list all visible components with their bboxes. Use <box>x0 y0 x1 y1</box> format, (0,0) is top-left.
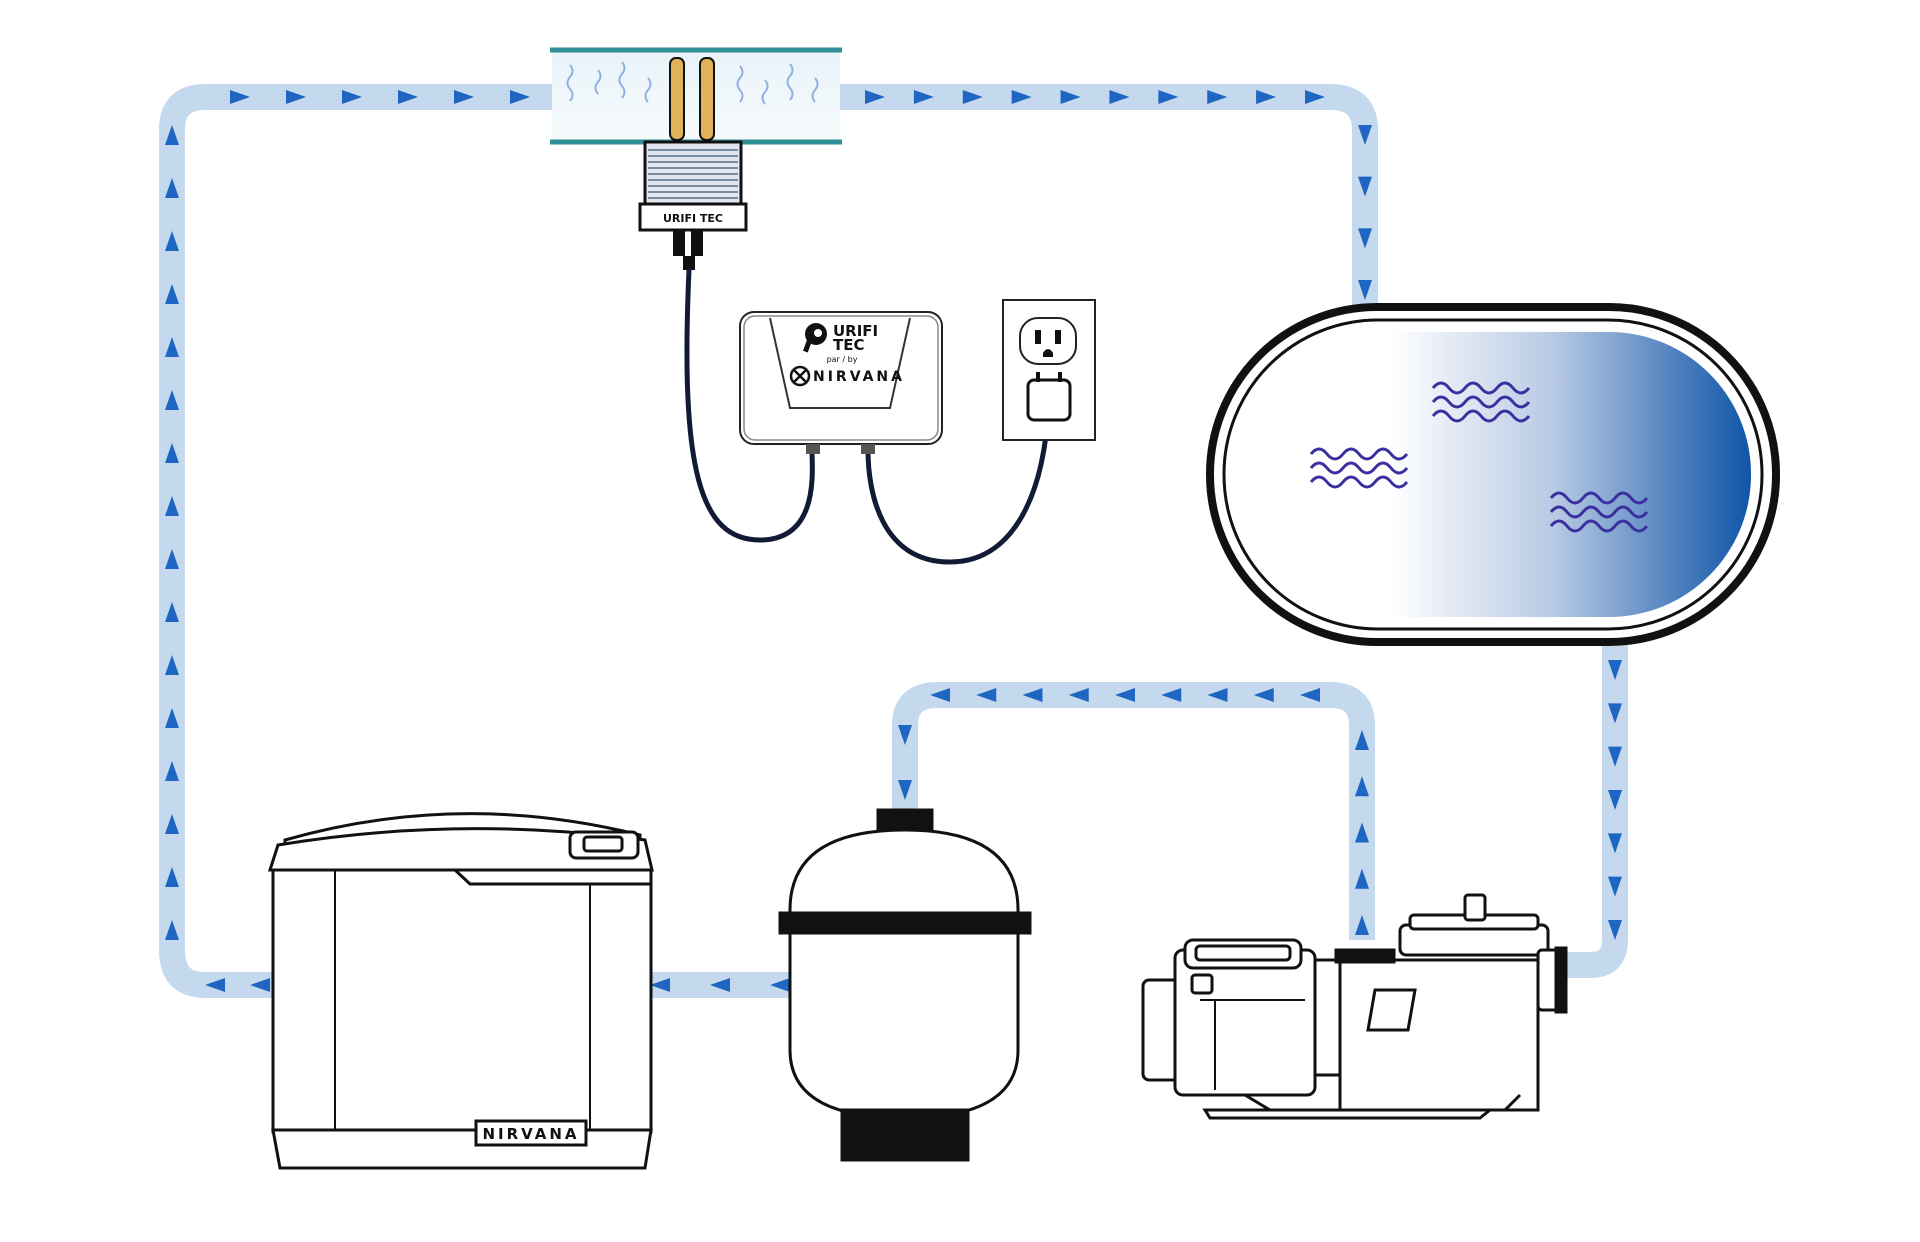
controller-nirvana: NIRVANA <box>813 369 905 385</box>
wave-icon <box>1431 381 1531 423</box>
purifitec-logo-icon <box>803 323 827 353</box>
flow-arrow-icon <box>1109 90 1130 104</box>
flow-arrow-icon <box>286 90 306 104</box>
pool <box>1206 303 1780 646</box>
flow-arrow-icon <box>1115 688 1135 702</box>
controller-brand-line1: URIFI <box>833 322 878 340</box>
cell-brand: URIFI TEC <box>663 212 723 225</box>
flow-arrow-icon <box>165 814 179 834</box>
flow-arrow-icon <box>1355 776 1369 797</box>
flow-arrow-icon <box>1355 730 1369 750</box>
flow-arrow-icon <box>1358 176 1372 197</box>
flow-arrow-icon <box>165 496 179 516</box>
flow-arrow-icon <box>398 90 418 104</box>
heat-pump: NIRVANA <box>267 812 654 1170</box>
flow-arrow-icon <box>1608 790 1622 810</box>
flow-arrow-icon <box>1358 280 1372 300</box>
flow-arrow-icon <box>898 725 912 745</box>
flow-arrow-icon <box>710 978 730 992</box>
flow-arrow-icon <box>230 90 250 104</box>
flow-arrow-icon <box>1068 688 1089 702</box>
flow-arrow-icon <box>1355 868 1369 889</box>
pool-pump <box>1141 893 1568 1120</box>
pipe-cell-to-pool <box>838 84 1378 310</box>
flow-arrow-icon <box>165 337 179 357</box>
plug <box>1026 378 1072 422</box>
flow-arrow-icon <box>205 978 225 992</box>
wave-icon <box>1309 447 1409 489</box>
flow-arrow-icon <box>1608 703 1622 724</box>
flow-arrow-icon <box>913 90 934 104</box>
flow-arrow-icon <box>165 231 179 251</box>
flow-arrow-icon <box>1608 876 1622 897</box>
electrode-right <box>699 57 715 141</box>
flow-arrow-icon <box>770 978 790 992</box>
cable-controller-to-outlet <box>865 407 1051 565</box>
bubble-marks <box>566 61 819 105</box>
flow-arrow-icon <box>165 708 179 728</box>
flow-arrow-icon <box>865 90 885 104</box>
flow-arrow-icon <box>165 655 179 675</box>
flow-arrow-icon <box>165 390 179 410</box>
wall-outlet <box>1002 299 1096 441</box>
flow-arrow-icon <box>1253 688 1274 702</box>
flow-arrow-icon <box>1158 90 1179 104</box>
cell-housing <box>643 140 743 206</box>
flow-arrow-icon <box>250 978 270 992</box>
flow-arrow-icon <box>165 761 179 781</box>
flow-arrow-icon <box>1608 920 1622 940</box>
flow-arrow-icon <box>1608 746 1622 767</box>
flow-arrow-icon <box>1161 688 1182 702</box>
flow-arrow-icon <box>1355 822 1369 843</box>
electrode-left <box>669 57 685 141</box>
pipe-pool-to-pump <box>1565 640 1628 978</box>
controller-box: URIFI TEC par / by NIRVANA <box>739 311 943 454</box>
controller-par: par / by <box>827 355 858 364</box>
flow-arrow-icon <box>650 978 670 992</box>
flow-arrow-icon <box>1022 688 1043 702</box>
flow-arrow-icon <box>930 688 950 702</box>
flow-arrow-icon <box>1256 90 1277 104</box>
flow-arrow-icon <box>165 602 179 622</box>
flow-arrow-icon <box>1305 90 1325 104</box>
flow-arrow-icon <box>165 284 179 304</box>
flow-arrow-icon <box>1355 915 1369 935</box>
heatpump-brand: NIRVANA <box>482 1125 579 1143</box>
flow-arrow-icon <box>510 90 530 104</box>
sand-filter <box>778 808 1032 1162</box>
flow-arrow-icon <box>1207 90 1228 104</box>
nirvana-logo-icon <box>789 365 811 387</box>
flow-arrow-icon <box>1358 125 1372 145</box>
power-cables <box>684 267 1051 565</box>
flow-arrow-icon <box>1608 833 1622 854</box>
flow-arrow-icon <box>165 867 179 887</box>
flow-arrow-icon <box>1608 660 1622 680</box>
flow-arrow-icon <box>1358 228 1372 249</box>
flow-arrow-icon <box>976 688 997 702</box>
flow-arrow-icon <box>1060 90 1081 104</box>
flow-arrow-icon <box>1207 688 1228 702</box>
pipe-heatpump-to-cell <box>159 84 560 998</box>
flow-arrow-icon <box>165 549 179 569</box>
wave-icon <box>1549 491 1649 533</box>
flow-arrow-icon <box>342 90 362 104</box>
cable-cell-to-controller <box>684 267 815 543</box>
wave-icons <box>1309 381 1649 533</box>
flow-arrow-icon <box>1300 688 1320 702</box>
flow-arrow-icon <box>165 920 179 940</box>
flow-arrow-icon <box>1011 90 1032 104</box>
flow-arrows <box>165 90 1622 992</box>
flow-arrow-icon <box>962 90 983 104</box>
flow-arrow-icon <box>454 90 474 104</box>
purifier-cell: URIFI TEC <box>550 47 842 270</box>
flow-arrow-icon <box>165 125 179 145</box>
flow-arrow-icon <box>898 780 912 800</box>
controller-brand-line2: TEC <box>833 336 865 354</box>
flow-arrow-icon <box>165 443 179 463</box>
flow-arrow-icon <box>165 178 179 198</box>
